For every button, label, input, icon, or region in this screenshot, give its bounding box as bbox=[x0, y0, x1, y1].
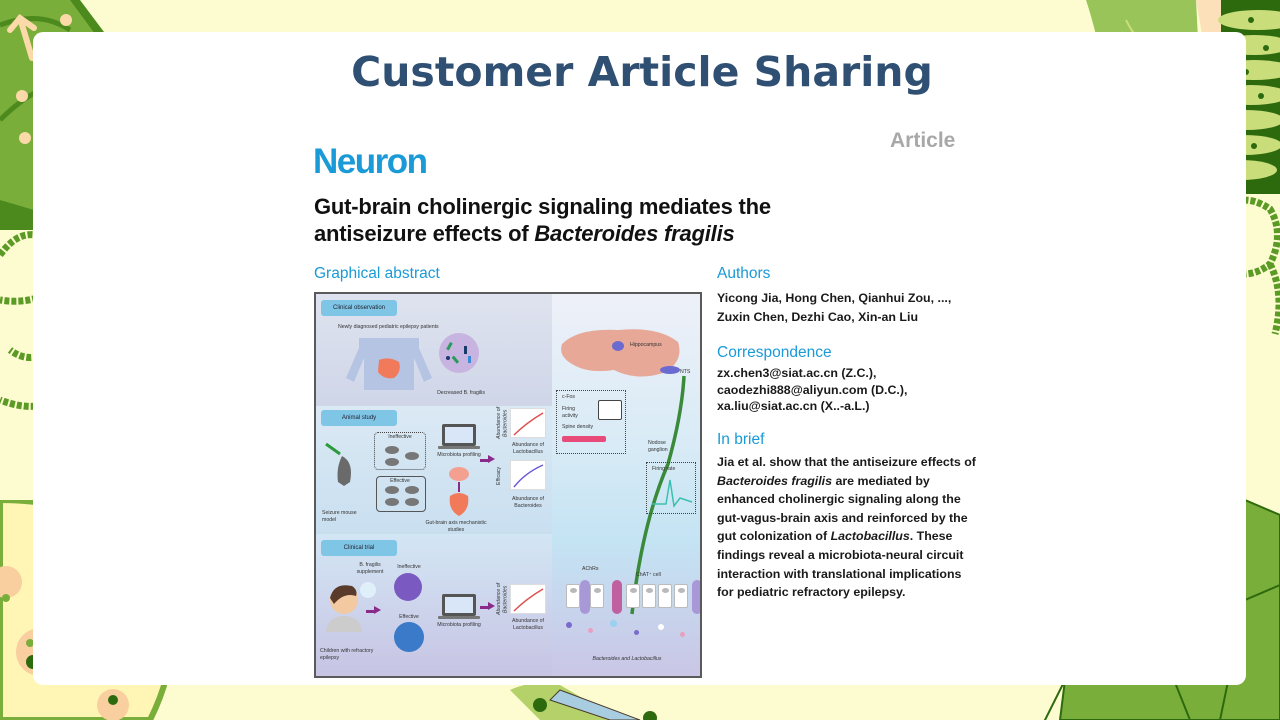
ga-firing-activity: Firing activity bbox=[562, 406, 578, 419]
brief-species2: Lactobacillus bbox=[830, 529, 910, 544]
graphical-abstract-figure: Clinical observation Newly diagnosed ped… bbox=[314, 292, 702, 678]
ga-effective-mice-box bbox=[376, 476, 426, 512]
ga-hippocampus: Hippocampus bbox=[630, 342, 662, 348]
patient-torso-icon bbox=[346, 338, 432, 390]
ga-dendrite-icon bbox=[562, 436, 606, 442]
ga-cfos: c-Fos bbox=[562, 394, 575, 400]
ga-trial-ineffective: Ineffective bbox=[397, 564, 421, 570]
ga-clinical-trial-label: Clinical trial bbox=[321, 540, 397, 556]
brief-part3: . These findings reveal a microbiota-neu… bbox=[717, 529, 964, 600]
mice-group-icon bbox=[385, 446, 419, 506]
ga-firing-rate: Firing rate bbox=[652, 466, 676, 472]
authors-list: Yicong Jia, Hong Chen, Qianhui Zou, ...,… bbox=[717, 289, 951, 326]
email-caodezhi[interactable]: caodezhi888@aliyun.com (D.C.), bbox=[717, 382, 908, 397]
correspondence-heading: Correspondence bbox=[717, 344, 832, 361]
tube-decoration-bottom-icon bbox=[510, 683, 657, 720]
ga-ineffective-mice-box bbox=[374, 432, 426, 470]
ga-trial-profiling: Microbiota profiling bbox=[437, 622, 481, 628]
ga-trial-laptop-icon bbox=[442, 594, 476, 616]
ga-epithelium bbox=[564, 580, 700, 614]
ga-animal-profiling: Microbiota profiling bbox=[437, 452, 481, 458]
mouse-injection-icon bbox=[325, 442, 351, 486]
ga-mechanism-panel: Hippocampus NTS c-Fos Firing activity Sp… bbox=[552, 294, 700, 676]
vagus-nerve-icon bbox=[630, 375, 686, 615]
brain-icon bbox=[561, 329, 680, 377]
ga-microbes bbox=[558, 618, 698, 644]
ga-plot2-xlabel: Abundance of Bacteroides bbox=[511, 496, 545, 509]
ga-plot-efficacy-bacteroides bbox=[510, 460, 546, 490]
ga-ineffective-group-icon bbox=[394, 573, 422, 601]
ga-bottom-caption: Bacteroides and Lactobacillus bbox=[592, 656, 662, 662]
ga-laptop-icon bbox=[442, 424, 476, 446]
ga-trial-plot-ylabel: Abundance of Bacteroides bbox=[496, 582, 509, 616]
brief-part2: are mediated by enhanced cholinergic sig… bbox=[717, 473, 968, 544]
ga-patients-caption: Newly diagnosed pediatric epilepsy patie… bbox=[338, 324, 439, 330]
ga-trial-arrow2-shaft bbox=[480, 606, 490, 609]
ga-trial-effective: Effective bbox=[399, 614, 419, 620]
ga-animal-effective: Effective bbox=[390, 478, 410, 484]
ga-clinical-observation-label: Clinical observation bbox=[321, 300, 397, 316]
ga-left-panel: Clinical observation Newly diagnosed ped… bbox=[316, 294, 552, 676]
ga-bfragilis-supplement: B. fragilis supplement bbox=[356, 562, 384, 575]
ga-plot1-ylabel: Abundance of Bacteroides bbox=[496, 406, 509, 440]
ga-hippocampus-detail-box bbox=[556, 390, 626, 454]
ga-laptop-base bbox=[438, 446, 480, 449]
ga-arrow-right-icon bbox=[488, 455, 495, 463]
ga-animal-ineffective: Ineffective bbox=[388, 434, 412, 440]
paper-title: Gut-brain cholinergic signaling mediates… bbox=[314, 193, 934, 247]
authors-line2: Zuxin Chen, Dezhi Cao, Xin-an Liu bbox=[717, 309, 919, 324]
brief-species1: Bacteroides fragilis bbox=[717, 473, 833, 488]
article-type-label: Article bbox=[890, 129, 956, 152]
ga-trial-arrow-shaft bbox=[366, 610, 376, 613]
ga-achrs: AChRs bbox=[582, 566, 599, 572]
ga-plot-bacteroides-lactobacillus bbox=[510, 408, 546, 438]
ga-plot1-xlabel: Abundance of Lactobacillus bbox=[511, 442, 545, 455]
graphical-abstract-heading: Graphical abstract bbox=[314, 265, 440, 282]
ga-trial-plot bbox=[510, 584, 546, 614]
in-brief-text: Jia et al. show that the antiseizure eff… bbox=[717, 453, 977, 602]
firing-rate-trace-icon bbox=[652, 479, 693, 508]
ga-nodose: Nodose ganglion bbox=[648, 440, 668, 453]
brain-gut-icon bbox=[449, 467, 469, 516]
authors-heading: Authors bbox=[717, 265, 771, 282]
email-xa-liu[interactable]: xa.liu@siat.ac.cn (X..-a.L.) bbox=[717, 399, 870, 413]
slide-title: Customer Article Sharing bbox=[351, 48, 933, 96]
ga-chat-cell: ChAT⁺ cell bbox=[636, 572, 661, 578]
ga-mechanistic: Gut-brain axis mechanistic studies bbox=[425, 520, 487, 533]
in-brief-heading: In brief bbox=[717, 431, 765, 448]
ga-trial-arrow2-icon bbox=[488, 602, 495, 610]
authors-line1: Yicong Jia, Hong Chen, Qianhui Zou, ..., bbox=[717, 291, 952, 305]
ga-children: Children with refractory epilepsy bbox=[320, 648, 374, 661]
ga-decreased-bfragilis: Decreased B. fragilis bbox=[437, 390, 485, 396]
ga-spine-density: Spine density bbox=[562, 424, 594, 430]
paper-title-line2: antiseizure effects of bbox=[314, 221, 535, 246]
ga-plot2-ylabel: Efficacy bbox=[496, 466, 502, 486]
journal-name: Neuron bbox=[313, 142, 428, 181]
ga-effective-group-icon bbox=[394, 622, 424, 652]
ga-firing-rate-box bbox=[646, 462, 696, 514]
ga-firing-trace bbox=[598, 400, 622, 420]
brief-part1: Jia et al. show that the antiseizure eff… bbox=[717, 455, 976, 469]
ga-seizure-mouse-model: Seizure mouse model bbox=[322, 510, 357, 523]
ga-arrow-shaft bbox=[480, 459, 490, 462]
child-patient-icon bbox=[326, 582, 376, 632]
ga-trial-arrow-icon bbox=[374, 606, 381, 614]
microbiota-sphere-icon bbox=[439, 333, 479, 373]
ga-nts: NTS bbox=[680, 369, 691, 375]
ga-trial-plot-xlabel: Abundance of Lactobacillus bbox=[511, 618, 545, 631]
correspondence-emails: zx.chen3@siat.ac.cn (Z.C.), caodezhi888@… bbox=[717, 365, 907, 415]
ga-animal-study-label: Animal study bbox=[321, 410, 397, 426]
paper-title-species: Bacteroides fragilis bbox=[534, 221, 735, 246]
email-zx-chen[interactable]: zx.chen3@siat.ac.cn (Z.C.), bbox=[717, 366, 877, 380]
ga-trial-laptop-base bbox=[438, 616, 480, 619]
paper-title-line1: Gut-brain cholinergic signaling mediates… bbox=[314, 194, 771, 219]
